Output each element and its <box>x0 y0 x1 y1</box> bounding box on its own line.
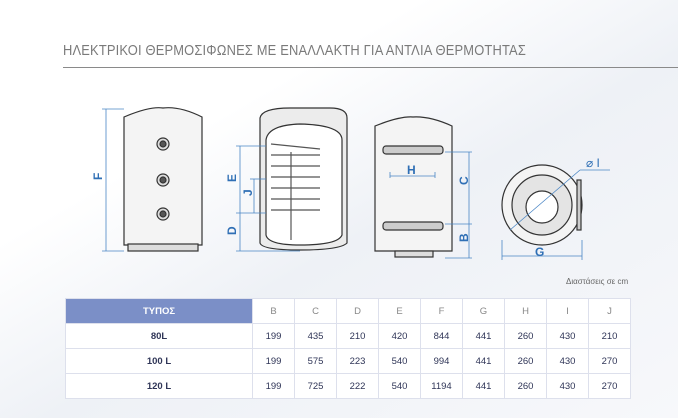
table-cell: 540 <box>378 348 421 374</box>
front-view-diagram <box>123 107 203 252</box>
table-cell: 260 <box>504 348 547 374</box>
top-view-diagram <box>501 164 583 246</box>
table-cell: 430 <box>546 373 589 399</box>
table-cell: 435 <box>294 323 337 349</box>
dimension-label-g: G <box>535 245 544 259</box>
table-cell: 725 <box>294 373 337 399</box>
column-header: C <box>294 298 337 324</box>
table-cell: 210 <box>588 323 631 349</box>
column-header: B <box>252 298 295 324</box>
column-header-type: ΤΥΠΟΣ <box>65 298 253 324</box>
table-cell: 1194 <box>420 373 463 399</box>
dimension-label-j: J <box>241 189 255 196</box>
table-cell: 844 <box>420 323 463 349</box>
table-cell: 199 <box>252 373 295 399</box>
table-row: 120 L 199 725 222 540 1194 441 260 430 2… <box>65 373 631 399</box>
table-header-row: ΤΥΠΟΣ B C D E F G H I J <box>65 298 631 324</box>
column-header: J <box>588 298 631 324</box>
dimension-label-b: B <box>457 233 471 242</box>
model-cell: 120 L <box>65 373 253 399</box>
side-view-diagram <box>374 116 453 258</box>
page-title: ΗΛΕΚΤΡΙΚΟΙ ΘΕΡΜΟΣΙΦΩΝΕΣ ΜΕ ΕΝΑΛΛΑΚΤΗ ΓΙΑ… <box>63 42 526 59</box>
table-cell: 540 <box>378 373 421 399</box>
column-header: F <box>420 298 463 324</box>
table-cell: 441 <box>462 323 505 349</box>
section-view-diagram <box>259 107 348 251</box>
table-cell: 260 <box>504 323 547 349</box>
title-divider <box>63 67 678 68</box>
units-note: Διαστάσεις σε cm <box>566 277 629 286</box>
column-header: E <box>378 298 421 324</box>
dimension-label-h: H <box>407 163 416 177</box>
table-cell: 430 <box>546 348 589 374</box>
water-heater-diagrams: F E D J H C B G ⌀ I <box>91 107 610 260</box>
table-cell: 441 <box>462 348 505 374</box>
dimension-label-c: C <box>457 176 471 185</box>
table-cell: 441 <box>462 373 505 399</box>
dimension-label-i: ⌀ I <box>586 156 600 170</box>
column-header: G <box>462 298 505 324</box>
table-cell: 994 <box>420 348 463 374</box>
table-cell: 430 <box>546 323 589 349</box>
dimension-label-d: D <box>225 226 239 235</box>
dimensions-table: ΤΥΠΟΣ B C D E F G H I J 80L 199 435 210 … <box>65 298 631 399</box>
table-cell: 223 <box>336 348 379 374</box>
table-cell: 270 <box>588 373 631 399</box>
column-header: I <box>546 298 589 324</box>
model-cell: 80L <box>65 323 253 349</box>
table-row: 80L 199 435 210 420 844 441 260 430 210 <box>65 323 631 349</box>
dimension-label-e: E <box>225 174 239 182</box>
table-cell: 260 <box>504 373 547 399</box>
table-cell: 575 <box>294 348 337 374</box>
table-cell: 199 <box>252 348 295 374</box>
dimension-label-f: F <box>91 173 105 180</box>
column-header: H <box>504 298 547 324</box>
table-cell: 222 <box>336 373 379 399</box>
column-header: D <box>336 298 379 324</box>
table-cell: 210 <box>336 323 379 349</box>
table-cell: 199 <box>252 323 295 349</box>
model-cell: 100 L <box>65 348 253 374</box>
table-cell: 420 <box>378 323 421 349</box>
table-row: 100 L 199 575 223 540 994 441 260 430 27… <box>65 348 631 374</box>
table-cell: 270 <box>588 348 631 374</box>
